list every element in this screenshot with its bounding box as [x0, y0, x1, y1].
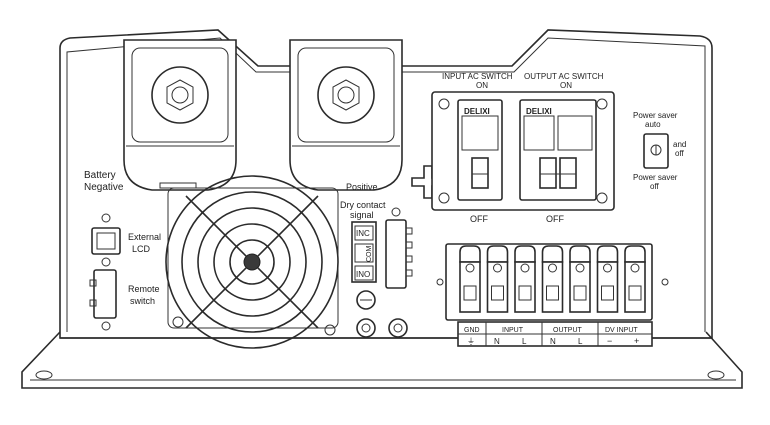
inc-label: INC [356, 229, 370, 238]
output-breaker [519, 99, 597, 201]
remote-switch-label-line2: switch [130, 296, 155, 306]
battery-positive-label: Positive [346, 182, 378, 192]
com-label: COM [366, 246, 373, 263]
power-saver-switch [643, 133, 669, 169]
terminal-symbol-ground: ⏚ [467, 337, 475, 346]
terminal-group-dv-input: DV INPUT [605, 327, 638, 334]
and-off-label-line2: off [675, 149, 685, 158]
and-off-label-line1: and [673, 140, 686, 149]
remote-switch-label-line1: Remote [128, 284, 160, 294]
dry-contact-connector [385, 207, 413, 289]
battery-negative-label-line2: Negative [84, 182, 124, 193]
output-breaker-brand: DELIXI [526, 107, 552, 116]
ac-terminal [459, 245, 481, 313]
input-breaker-brand: DELIXI [464, 107, 490, 116]
dry-contact-terminal-block [351, 221, 377, 283]
terminal-symbol-output-n: N [550, 337, 556, 346]
dry-contact-label-line1: Dry contact [340, 200, 386, 210]
battery-negative-label-line1: Battery [84, 170, 116, 181]
input-ac-switch-label-line1: INPUT AC SWITCH [442, 72, 513, 81]
terminal-group-output: OUTPUT [553, 327, 583, 334]
output-off-label: OFF [546, 214, 564, 224]
ac-terminal [541, 245, 564, 313]
input-breaker [457, 99, 503, 201]
ac-terminal [596, 245, 619, 313]
terminal-group-input: INPUT [502, 327, 524, 334]
terminal-label-strip [457, 321, 653, 347]
output-ac-switch-label-line1: OUTPUT AC SWITCH [524, 72, 604, 81]
remote-switch-port [89, 269, 117, 331]
ground-screws [356, 290, 408, 338]
power-saver-off-label-line2: off [650, 182, 660, 191]
terminal-row [459, 245, 646, 313]
terminal-group-gnd: GND [464, 327, 480, 334]
terminal-symbol-minus: − [607, 336, 612, 346]
terminal-symbol-input-l: L [522, 337, 527, 346]
terminal-symbol-input-n: N [494, 337, 500, 346]
external-lcd-label-line2: LCD [132, 244, 151, 254]
cooling-fan [165, 175, 339, 349]
power-saver-auto-label-line2: auto [645, 120, 661, 129]
external-lcd-label-line1: External [128, 232, 161, 242]
ac-terminal [569, 245, 591, 313]
power-saver-auto-label-line1: Power saver [633, 111, 678, 120]
input-off-label: OFF [470, 214, 488, 224]
terminal-symbol-output-l: L [578, 337, 583, 346]
mounting-base [21, 331, 743, 389]
battery-negative-terminal [123, 39, 237, 191]
ac-terminal [514, 245, 536, 313]
ino-label: INO [356, 270, 370, 279]
external-lcd-port [91, 213, 121, 267]
ac-terminal [486, 245, 509, 313]
ac-terminal [624, 245, 646, 313]
dry-contact-label-line2: signal [350, 210, 374, 220]
terminal-symbol-plus: + [634, 336, 639, 346]
power-saver-off-label-line1: Power saver [633, 173, 678, 182]
input-ac-switch-label-line2: ON [476, 81, 488, 90]
battery-positive-terminal [289, 39, 403, 191]
output-ac-switch-label-line2: ON [560, 81, 572, 90]
